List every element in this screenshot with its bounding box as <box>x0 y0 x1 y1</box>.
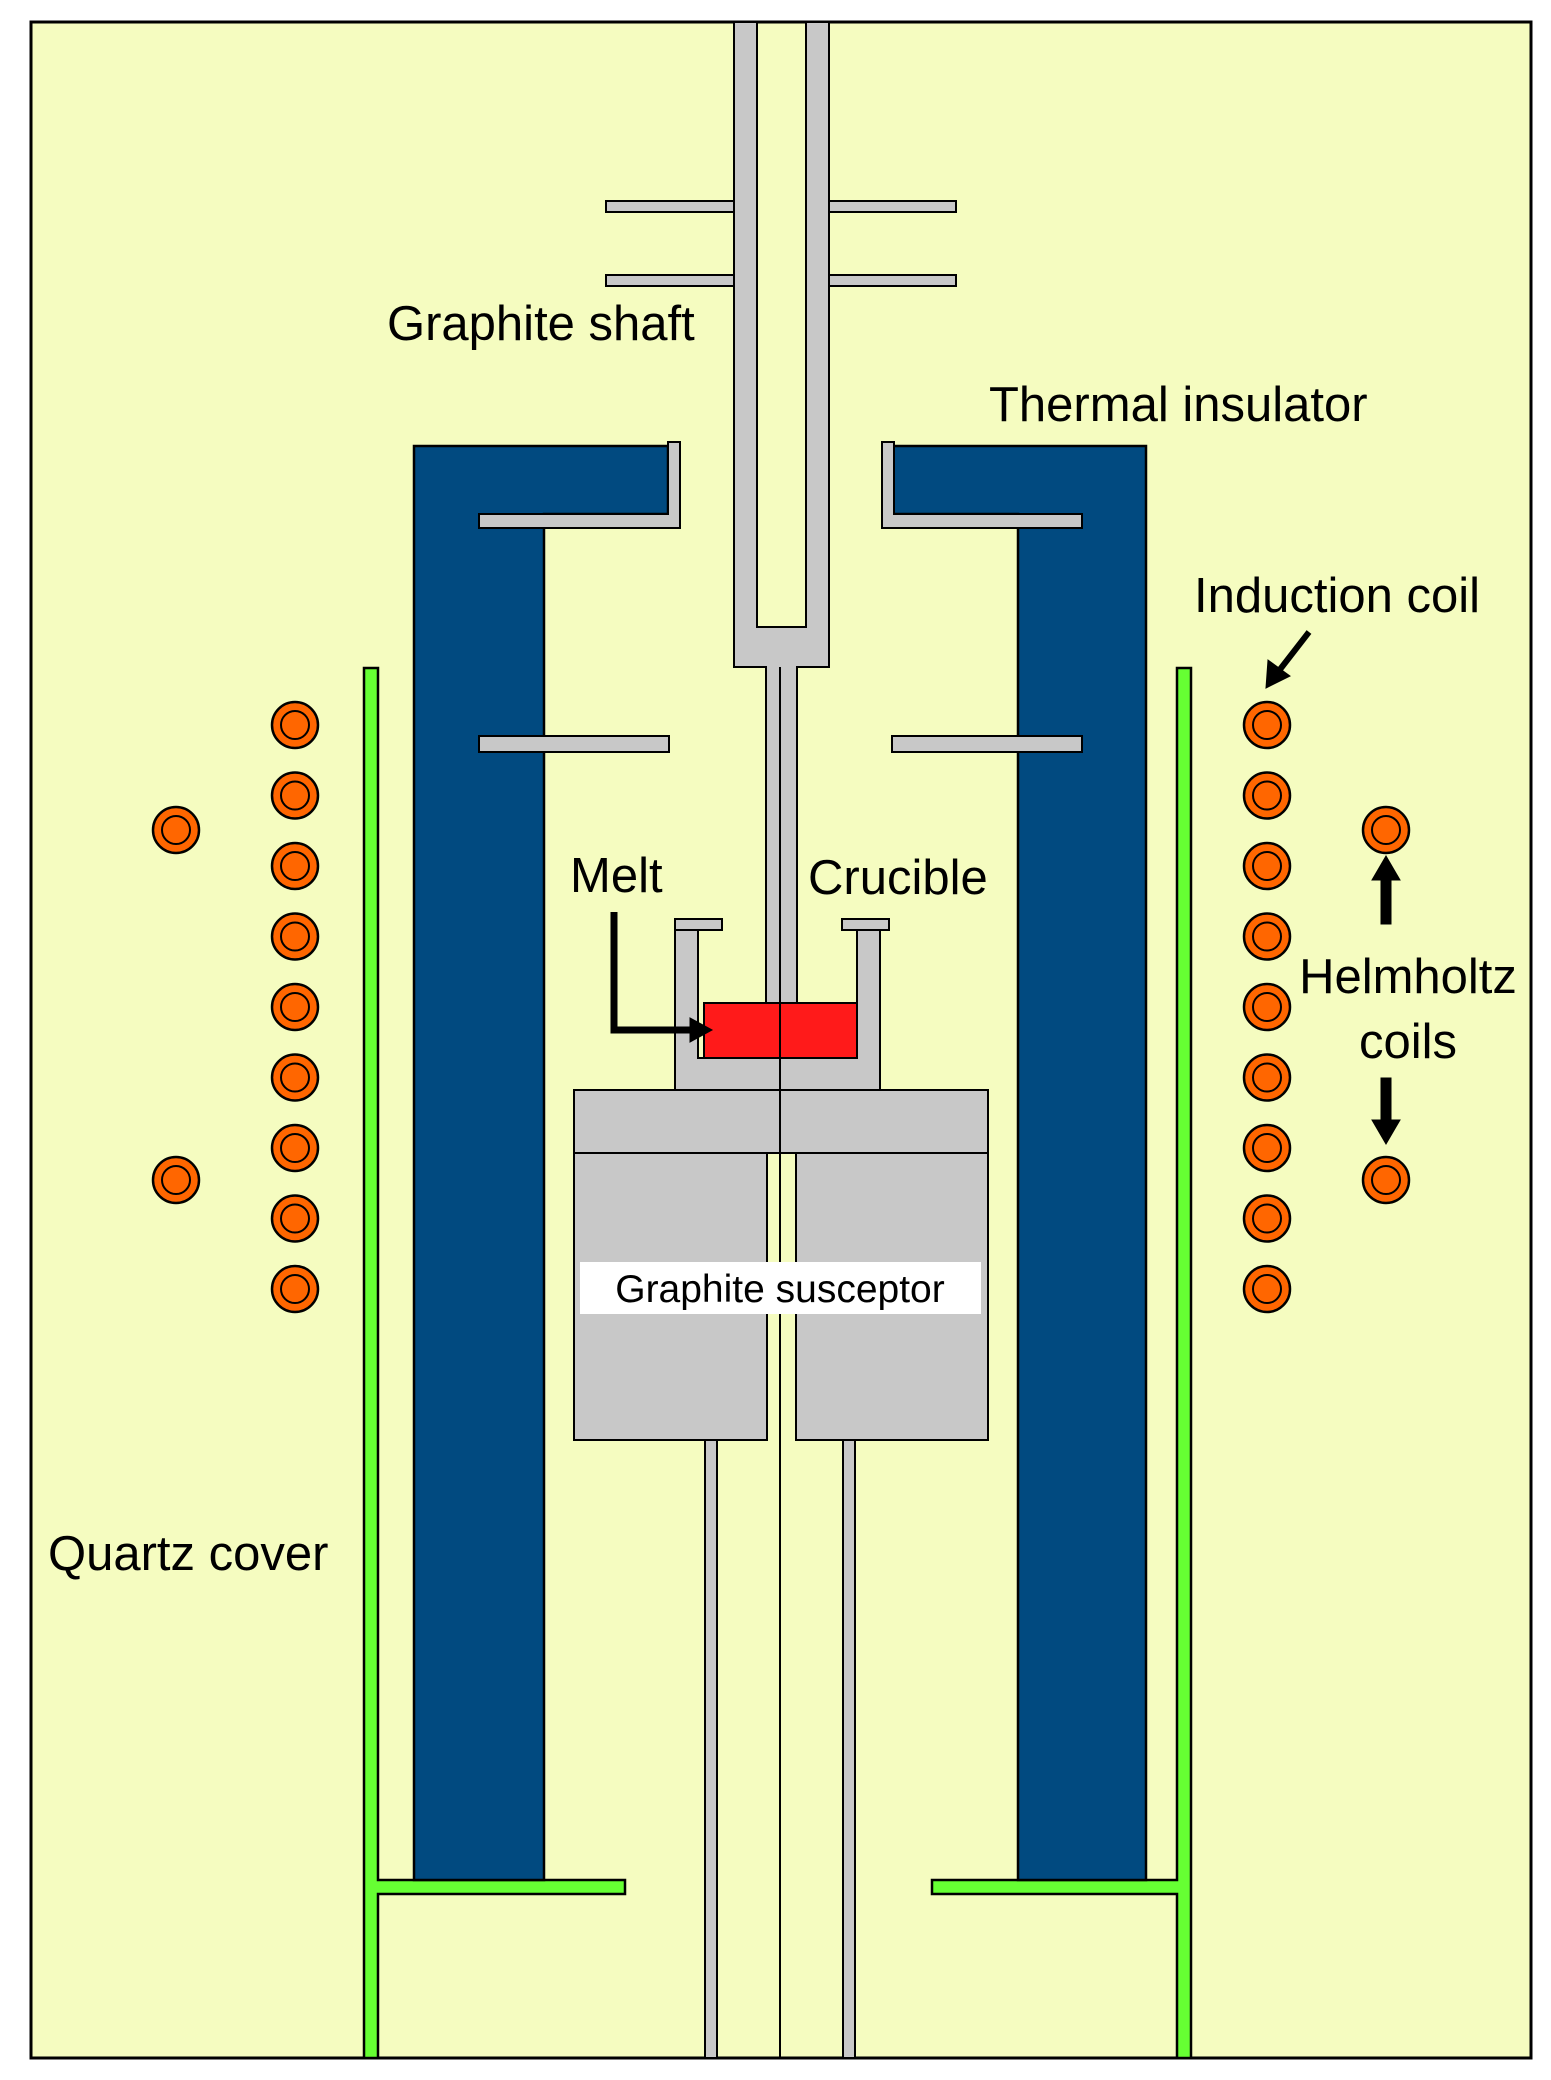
induction-coil-left <box>270 1264 320 1314</box>
label-graphite-susceptor: Graphite susceptor <box>615 1268 945 1311</box>
quartz-cover <box>362 666 1193 2060</box>
quartz-cover-right <box>930 666 1193 2060</box>
helmholtz-down-arrow-head <box>1371 1119 1401 1145</box>
liner-right <box>881 441 1083 529</box>
induction-coil-arrow <box>1275 630 1312 674</box>
support-rod-right <box>842 1439 856 2059</box>
induction-coil-left <box>270 982 320 1032</box>
induction-coil-right <box>1242 912 1292 961</box>
induction-coil-left-inner-ring <box>280 1203 310 1234</box>
induction-coil-left-inner-ring <box>280 780 310 811</box>
label-quartz-cover: Quartz cover <box>48 1527 328 1581</box>
helmholtz-up-arrow-head <box>1371 855 1401 881</box>
susceptor-label-box <box>580 1262 981 1314</box>
induction-coil-left-inner-ring <box>280 1062 310 1093</box>
induction-coil-left-inner-ring <box>280 710 310 740</box>
helmholtz-coil-left-upper-inner-ring <box>161 815 191 845</box>
shaft-flange-lower-left <box>605 274 737 287</box>
helmholtz-coil-left-upper <box>151 805 201 855</box>
induction-coil-right-inner-ring <box>1252 780 1282 811</box>
liner-left <box>478 441 681 529</box>
coils <box>151 700 1411 1314</box>
induction-coil-right <box>1242 1194 1292 1243</box>
induction-coil-right-inner-ring <box>1252 1274 1282 1304</box>
label-graphite-shaft: Graphite shaft <box>387 297 695 351</box>
induction-coil-right-inner-ring <box>1252 1133 1282 1163</box>
induction-coil-left <box>270 1194 320 1243</box>
induction-coil-right-inner-ring <box>1252 851 1282 881</box>
induction-coil-arrow-head <box>1265 659 1291 689</box>
induction-coil-left-inner-ring <box>280 921 310 952</box>
melt-arrow <box>610 912 694 1034</box>
helmholtz-coil-right-upper-inner-ring <box>1371 815 1401 845</box>
helmholtz-coil-right-lower <box>1361 1155 1411 1205</box>
induction-coil-right-inner-ring <box>1252 921 1282 952</box>
label-crucible: Crucible <box>808 851 988 905</box>
induction-coil-right <box>1242 982 1292 1032</box>
induction-coil-right-inner-ring <box>1252 1203 1282 1234</box>
label-helmholtz-line2: coils <box>1359 1015 1457 1069</box>
induction-coil-right <box>1242 841 1292 891</box>
label-induction-coil: Induction coil <box>1194 569 1480 623</box>
label-melt: Melt <box>570 849 663 903</box>
crucible-lip-right <box>841 918 890 931</box>
induction-coil-left <box>270 912 320 961</box>
induction-coil-right <box>1242 1264 1292 1314</box>
induction-coil-right-inner-ring <box>1252 992 1282 1022</box>
helmholtz-down-arrow-shaft <box>1380 1077 1392 1125</box>
induction-coil-right <box>1242 1053 1292 1102</box>
arrows <box>610 630 1401 1145</box>
induction-coil-right-inner-ring <box>1252 710 1282 740</box>
label-thermal-insulator: Thermal insulator <box>989 378 1368 432</box>
induction-coil-left <box>270 841 320 891</box>
induction-coil-left <box>270 771 320 820</box>
helmholtz-coil-right-upper <box>1361 805 1411 855</box>
induction-coil-left-inner-ring <box>280 992 310 1022</box>
induction-coil-left <box>270 700 320 750</box>
shaft-flange-upper-left <box>605 200 737 213</box>
induction-coil-right <box>1242 771 1292 820</box>
baffle-right <box>891 735 1083 753</box>
induction-coil-left-inner-ring <box>280 851 310 881</box>
baffle-left <box>478 735 670 753</box>
quartz-cover-left <box>362 666 627 2060</box>
induction-coil-left <box>270 1123 320 1173</box>
induction-coil-right-inner-ring <box>1252 1062 1282 1093</box>
induction-coil-right <box>1242 700 1292 750</box>
helmholtz-coil-left-lower <box>151 1155 201 1205</box>
helmholtz-coil-right-lower-inner-ring <box>1371 1165 1401 1195</box>
induction-coil-left-inner-ring <box>280 1133 310 1163</box>
helmholtz-coil-left-lower-inner-ring <box>161 1165 191 1195</box>
induction-coil-right <box>1242 1123 1292 1173</box>
crucible-lip-left <box>674 918 723 931</box>
helmholtz-up-arrow-shaft <box>1380 875 1392 925</box>
induction-coil-left <box>270 1053 320 1102</box>
support-rod-left <box>704 1439 718 2059</box>
label-helmholtz-line1: Helmholtz <box>1299 950 1517 1004</box>
melt-arrow-head <box>689 1017 714 1043</box>
induction-coil-left-inner-ring <box>280 1274 310 1304</box>
graphite-shaft <box>733 21 830 1006</box>
